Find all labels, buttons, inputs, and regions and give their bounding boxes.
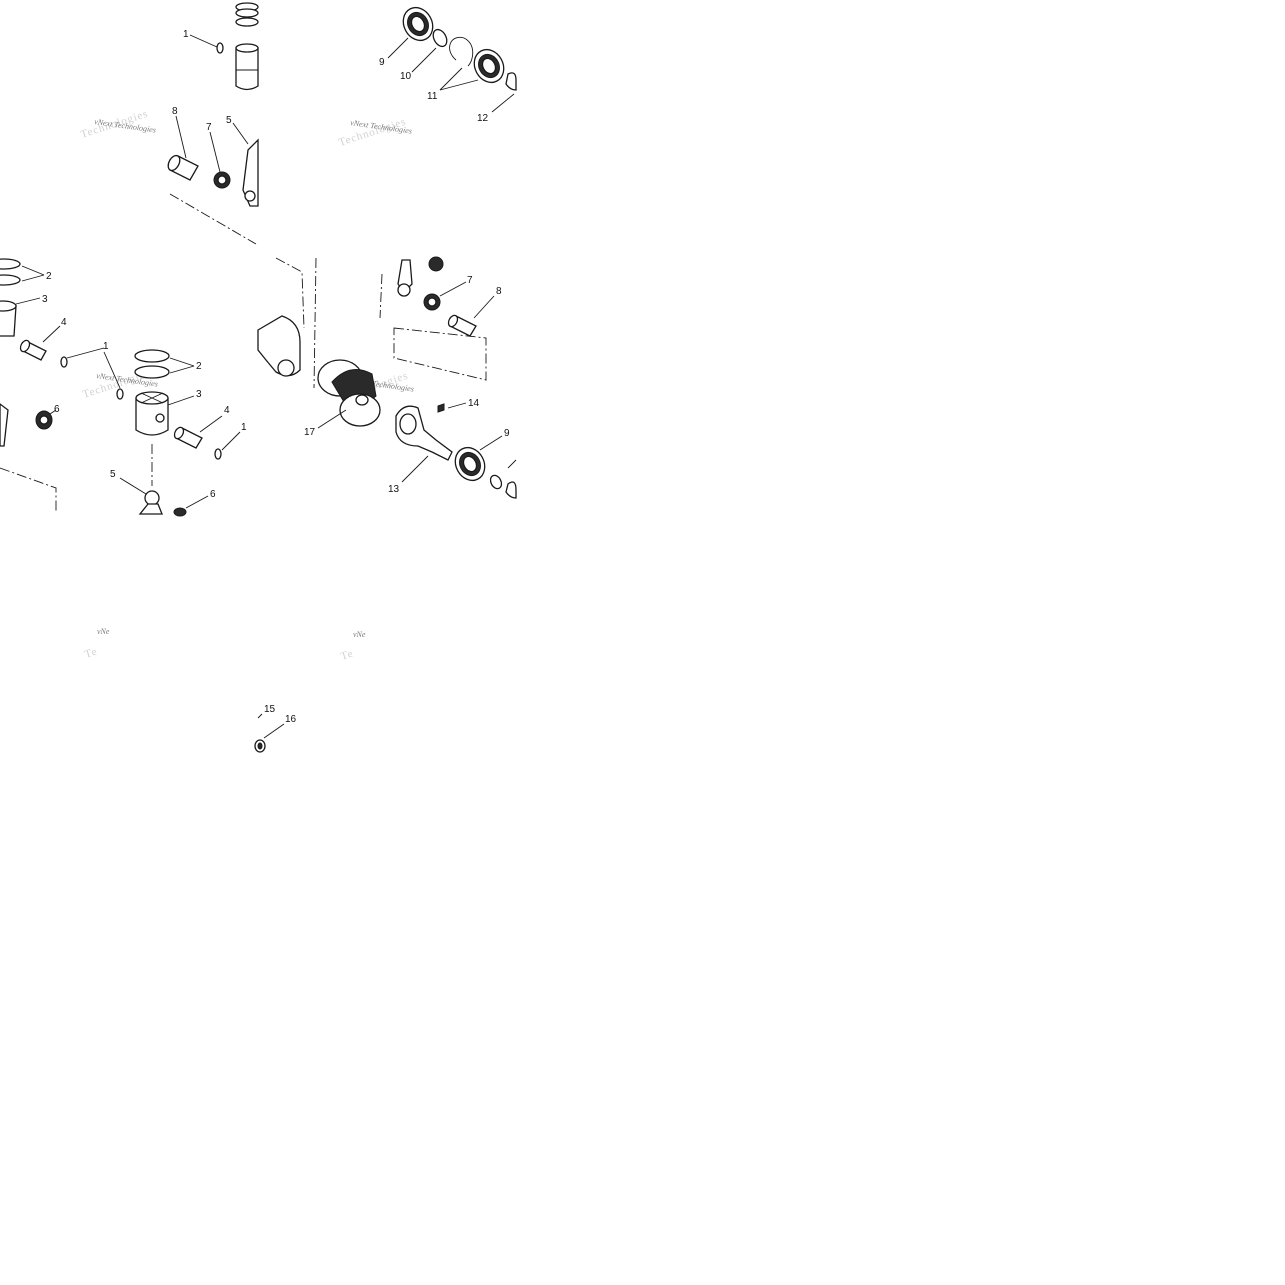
callout-14: 14	[468, 398, 480, 409]
callout-5: 5	[226, 115, 232, 126]
circlip-mc-left	[103, 351, 124, 400]
connecting-rod-tl: 5	[226, 115, 259, 207]
assembly-line-tl	[169, 193, 257, 245]
piston-ml: 3	[0, 294, 48, 337]
wrist-pin-mc: 4	[173, 405, 230, 449]
piston-mc: 3	[135, 389, 202, 436]
snap-ring-11	[449, 36, 474, 67]
circlip-mc-right: 1	[214, 422, 247, 460]
callout-15: 15	[264, 704, 276, 715]
wrist-pin-ml: 4	[19, 317, 67, 361]
svg-text:Te: Te	[339, 647, 355, 662]
callout-2: 2	[46, 271, 52, 282]
piston-rings-ml: 2	[0, 258, 52, 286]
crank-web-left	[257, 257, 317, 389]
callout-7: 7	[206, 122, 212, 133]
watermark-6: Te vNe	[339, 630, 366, 663]
piston-rings-top	[235, 2, 259, 27]
callout-1-left: 1	[103, 341, 109, 352]
callout-4-center: 4	[224, 405, 230, 416]
callout-9-right: 9	[504, 428, 510, 439]
callout-13: 13	[388, 484, 400, 495]
ball-bearing-9-top: 9	[379, 6, 434, 68]
needle-bearing-mr: 7	[423, 275, 473, 311]
callout-7-right: 7	[467, 275, 473, 286]
circlip-ml: 1	[60, 341, 109, 368]
piston-rings-mc: 2	[134, 349, 202, 379]
callout-1-center: 1	[241, 422, 247, 433]
svg-text:vNe: vNe	[353, 630, 366, 639]
needle-bearing-ml: 6	[35, 404, 60, 430]
callout-17: 17	[304, 427, 316, 438]
callout-8-right: 8	[496, 286, 502, 297]
woodruff-key-14: 14	[437, 398, 480, 413]
assembly-box-mr	[393, 327, 487, 381]
needle-bearing-tl: 7	[206, 122, 231, 189]
svg-text:Te: Te	[83, 645, 99, 660]
callout-16: 16	[285, 714, 297, 725]
wrist-pin-tl: 8	[167, 106, 199, 181]
callout-6-center: 6	[210, 489, 216, 500]
callout-5-center: 5	[110, 469, 116, 480]
svg-text:vNe: vNe	[97, 627, 110, 636]
watermark-1: Technologies vNext Technologies	[79, 108, 156, 141]
callout-11: 11	[427, 91, 438, 102]
ball-bearing-9-mr: 9	[454, 428, 510, 482]
callout-2-center: 2	[196, 361, 202, 372]
ball-bearing-11: 11	[427, 48, 505, 102]
spacer-mr	[489, 459, 517, 499]
callout-8: 8	[172, 106, 178, 117]
piston-top	[235, 43, 259, 91]
connecting-rod-mc: 5	[110, 469, 163, 515]
callout-10: 10	[400, 71, 412, 82]
part-16: 16	[254, 714, 297, 753]
connecting-rod-mr	[379, 256, 444, 319]
callout-9: 9	[379, 57, 385, 68]
spacer-ring-10: 10	[400, 28, 448, 82]
callout-3: 3	[42, 294, 48, 305]
callout-4: 4	[61, 317, 67, 328]
callout-6-left: 6	[54, 404, 60, 415]
crankshaft-end-13: 13	[388, 405, 453, 495]
needle-bearing-mc: 6	[173, 489, 216, 517]
part-15: 15	[257, 704, 276, 719]
crankshaft-center-17: 17	[304, 359, 381, 438]
wrist-pin-mr: 8	[447, 286, 502, 337]
callout-3-center: 3	[196, 389, 202, 400]
watermark-5: Te vNe	[83, 627, 110, 661]
watermark-2: Technologies vNext Technologies	[337, 116, 412, 149]
circlip-tl: 1	[183, 29, 224, 54]
connecting-rod-ml	[0, 403, 57, 512]
callout-12: 12	[477, 113, 489, 124]
callout-1: 1	[183, 29, 189, 40]
oil-seal-12: 12	[477, 72, 517, 124]
